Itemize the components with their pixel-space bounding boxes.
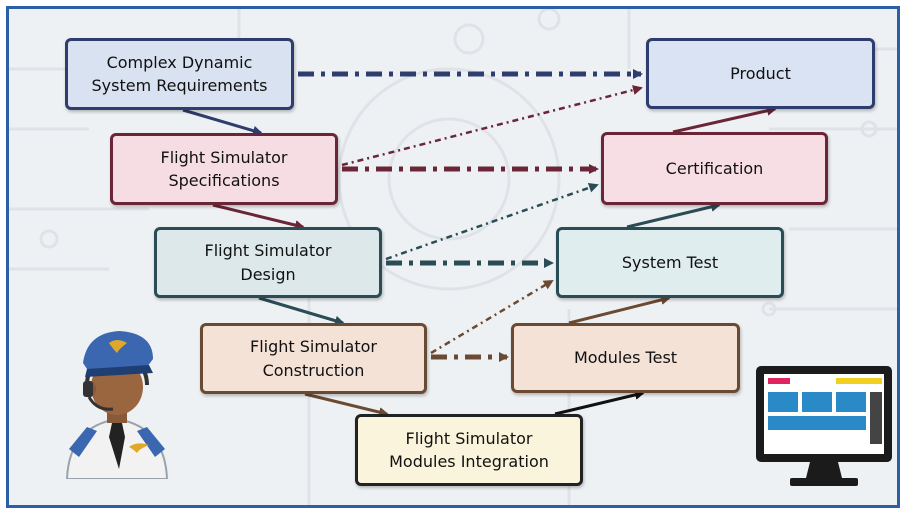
- box-specifications: Flight Simulator Specifications: [110, 133, 338, 205]
- box-label: Complex Dynamic System Requirements: [91, 52, 268, 95]
- arrow-spec-to-product: [341, 85, 643, 167]
- arrow-construction-to-integration: [304, 392, 389, 417]
- box-construction: Flight Simulator Construction: [200, 323, 427, 394]
- pilot-avatar-icon: [65, 331, 169, 479]
- box-label: Product: [730, 63, 791, 83]
- arrow-design-to-certification: [385, 182, 599, 261]
- box-modules-integration: Flight Simulator Modules Integration: [355, 414, 583, 486]
- arrow-req-to-spec: [182, 108, 263, 136]
- box-label: Flight Simulator Construction: [250, 337, 377, 380]
- box-label: Flight Simulator Modules Integration: [389, 428, 549, 471]
- arrow-modules-test-to-system-test: [568, 295, 671, 325]
- arrow-integration-to-modules-test: [554, 389, 645, 416]
- box-certification: Certification: [601, 132, 828, 205]
- arrow-system-test-to-certification: [626, 201, 721, 229]
- box-system-requirements: Complex Dynamic System Requirements: [65, 38, 294, 110]
- diagram-frame: Complex Dynamic System Requirements Prod…: [6, 6, 900, 508]
- box-label: System Test: [621, 252, 719, 272]
- box-modules-test: Modules Test: [511, 323, 740, 393]
- box-label: Flight Simulator Design: [204, 241, 332, 284]
- box-label: Flight Simulator Specifications: [160, 147, 288, 190]
- box-system-test: System Test: [556, 227, 784, 298]
- arrow-certification-to-product: [672, 105, 777, 134]
- box-label: Certification: [665, 158, 764, 178]
- box-design: Flight Simulator Design: [154, 227, 382, 298]
- computer-monitor-icon: [756, 366, 892, 486]
- arrow-construction-to-system-test: [430, 279, 554, 355]
- arrow-spec-to-design: [212, 203, 305, 230]
- flow-arrows: [182, 69, 777, 417]
- arrow-design-to-construction: [258, 296, 345, 326]
- box-label: Modules Test: [573, 348, 678, 368]
- box-product: Product: [646, 38, 875, 109]
